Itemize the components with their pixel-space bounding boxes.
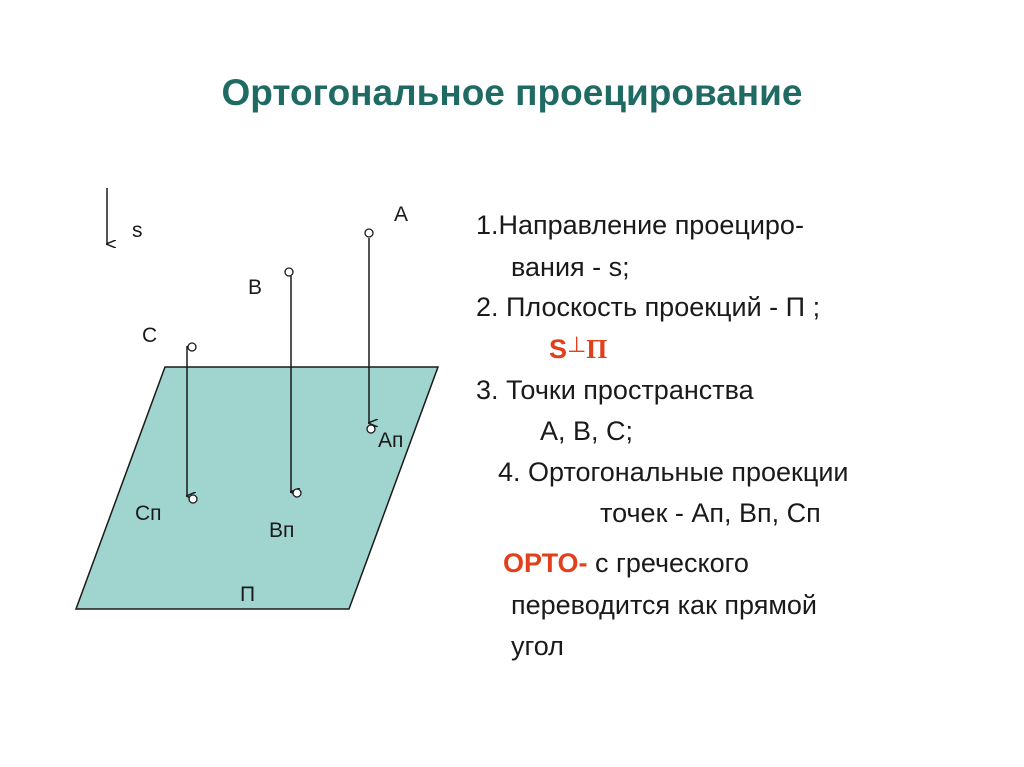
direction-label: s xyxy=(132,219,143,242)
ortho-term: ОРТО- xyxy=(503,548,588,578)
item2: 2. Плоскость проекций - П ; xyxy=(476,292,821,322)
item3-line1: 3. Точки пространства xyxy=(476,375,754,405)
projection-c-label: Сп xyxy=(135,502,162,525)
point-b xyxy=(284,267,294,277)
slide-title: Ортогональное проецирование xyxy=(221,72,803,113)
projection-plane xyxy=(74,366,440,610)
perp-s: S xyxy=(549,334,568,364)
projection-point-b xyxy=(292,488,302,498)
ortho-line1-rest: с греческого xyxy=(587,548,749,578)
perp-pi: П xyxy=(586,334,608,364)
projection-point-c xyxy=(188,494,198,504)
perpendicular-relation: S⊥П xyxy=(549,331,607,364)
item3-line2: А, В, С; xyxy=(540,416,634,446)
projection-point-a xyxy=(366,424,376,434)
projection-a-label: Ап xyxy=(378,429,403,452)
point-c-label: C xyxy=(142,324,157,347)
item4-line2: точек - Ап, Вп, Сп xyxy=(600,498,821,528)
perpendicular-icon: ⊥ xyxy=(567,333,587,358)
item1-line1: 1.Направление проециро- xyxy=(476,210,804,240)
item1-line2: вания - s; xyxy=(511,252,630,282)
point-c xyxy=(187,342,197,352)
point-b-label: B xyxy=(248,276,262,299)
ortho-line1: ОРТО- с греческого xyxy=(503,548,749,578)
point-a xyxy=(364,228,374,238)
plane-label: П xyxy=(240,583,255,606)
projection-b-label: Вп xyxy=(269,519,294,542)
ortho-line2: переводится как прямой xyxy=(511,590,818,620)
ortho-line3: угол xyxy=(511,631,564,661)
item4-line1: 4. Ортогональные проекции xyxy=(498,457,849,487)
point-a-label: A xyxy=(394,203,408,226)
